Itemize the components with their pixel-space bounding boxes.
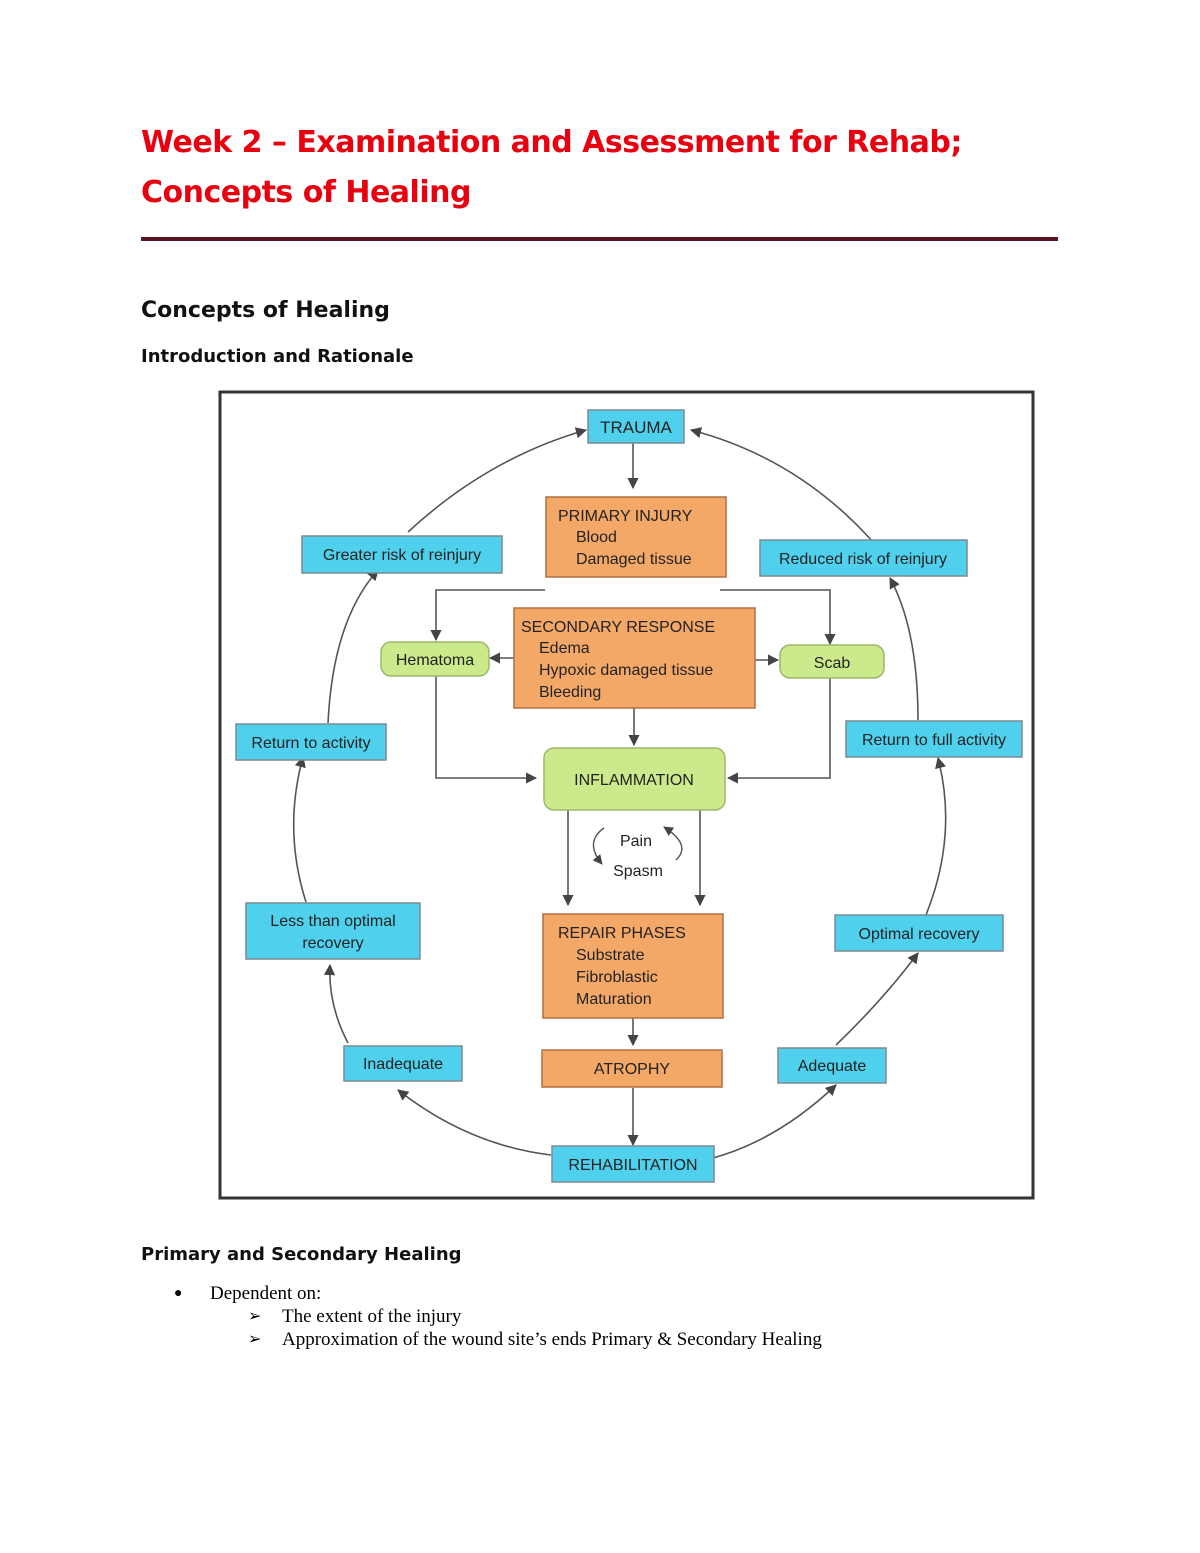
- inflammation-box: INFLAMMATION: [543, 747, 726, 811]
- arrow-scab-to-inflammation: [726, 678, 831, 784]
- less-optimal-line1: Less than optimal: [270, 913, 395, 930]
- rehabilitation-label: REHABILITATION: [568, 1157, 697, 1174]
- section-heading: Concepts of Healing: [141, 298, 390, 323]
- healing-cycle-diagram: Pain Spasm TRAUMA Greater risk of reinju…: [218, 390, 1035, 1200]
- repair-phases-item-1: Substrate: [576, 947, 645, 964]
- healing-heading: Primary and Secondary Healing: [141, 1244, 462, 1265]
- arrow-less-optimal-to-return-activity: [292, 755, 307, 903]
- reduced-risk-label: Reduced risk of reinjury: [779, 551, 947, 568]
- arrow-reduced-risk-to-trauma: [689, 427, 874, 543]
- repair-phases-item-3: Maturation: [576, 991, 652, 1008]
- spasm-label: Spasm: [613, 863, 663, 880]
- document-title: Week 2 – Examination and Assessment for …: [141, 118, 1061, 218]
- title-line-2: Concepts of Healing: [141, 175, 471, 210]
- primary-injury-item-2: Damaged tissue: [576, 551, 692, 568]
- repair-phases-title: REPAIR PHASES: [558, 925, 686, 942]
- pain-spasm-cycle: [592, 826, 683, 865]
- primary-injury-item-1: Blood: [576, 529, 617, 546]
- title-divider: [141, 237, 1058, 241]
- inflammation-label: INFLAMMATION: [574, 772, 694, 789]
- arrow-bullet-icon: ➢: [248, 1308, 262, 1325]
- secondary-response-box: SECONDARY RESPONSE Edema Hypoxic damaged…: [513, 607, 756, 709]
- arrow-primary-to-hematoma: [430, 589, 545, 642]
- secondary-response-item-2: Hypoxic damaged tissue: [539, 662, 713, 679]
- list-subitem: ➢ Approximation of the wound site’s ends…: [170, 1328, 1070, 1351]
- hematoma-box: Hematoma: [380, 641, 490, 677]
- arrow-bullet-icon: ➢: [248, 1331, 262, 1348]
- arrow-primary-to-scab: [720, 589, 836, 646]
- arrow-greater-risk-to-trauma: [407, 427, 588, 533]
- return-full-label: Return to full activity: [862, 732, 1006, 749]
- arrow-optimal-to-return-full: [925, 756, 947, 916]
- primary-injury-box: PRIMARY INJURY Blood Damaged tissue: [545, 496, 727, 578]
- list-item: ● Dependent on:: [170, 1282, 1070, 1305]
- list-item-text: Dependent on:: [210, 1283, 322, 1304]
- scab-box: Scab: [779, 644, 885, 679]
- list-subitem: ➢ The extent of the injury: [170, 1305, 1070, 1328]
- section-subheading: Introduction and Rationale: [141, 346, 414, 367]
- trauma-label: TRAUMA: [600, 418, 672, 437]
- arrow-adequate-to-optimal: [835, 952, 919, 1046]
- less-optimal-box: Less than optimal recovery: [245, 902, 421, 960]
- arrow-return-activity-to-greater-risk: [327, 569, 379, 724]
- arrow-inadequate-to-less-optimal: [323, 963, 349, 1044]
- greater-risk-label: Greater risk of reinjury: [323, 547, 481, 564]
- list-subitem-text: The extent of the injury: [282, 1306, 462, 1327]
- adequate-label: Adequate: [798, 1058, 867, 1075]
- flow-arrows: [430, 442, 836, 1147]
- arrow-return-full-to-reduced-risk: [889, 577, 919, 721]
- scab-label: Scab: [814, 655, 851, 672]
- greater-risk-box: Greater risk of reinjury: [301, 535, 503, 574]
- cycle-arrows: [292, 427, 947, 1159]
- trauma-box: TRAUMA: [587, 409, 685, 444]
- atrophy-box: ATROPHY: [541, 1049, 723, 1088]
- optimal-label: Optimal recovery: [859, 926, 980, 943]
- secondary-response-title: SECONDARY RESPONSE: [521, 619, 715, 636]
- arrow-rehab-to-inadequate: [397, 1089, 552, 1156]
- arrow-rehab-to-adequate: [712, 1084, 837, 1159]
- repair-phases-box: REPAIR PHASES Substrate Fibroblastic Mat…: [542, 913, 724, 1019]
- healing-list: ● Dependent on: ➢ The extent of the inju…: [170, 1282, 1070, 1351]
- list-subitem-text: Approximation of the wound site’s ends P…: [282, 1329, 822, 1350]
- repair-phases-item-2: Fibroblastic: [576, 969, 658, 986]
- arrow-pain-to-spasm: [592, 827, 605, 865]
- bullet-icon: ●: [174, 1286, 183, 1301]
- rehabilitation-box: REHABILITATION: [551, 1145, 715, 1183]
- inadequate-label: Inadequate: [363, 1056, 443, 1073]
- adequate-box: Adequate: [777, 1047, 887, 1084]
- arrow-hematoma-to-inflammation: [435, 674, 538, 784]
- title-line-1: Week 2 – Examination and Assessment for …: [141, 125, 962, 160]
- pain-label: Pain: [620, 833, 652, 850]
- primary-injury-title: PRIMARY INJURY: [558, 508, 693, 525]
- hematoma-label: Hematoma: [396, 652, 474, 669]
- less-optimal-line2: recovery: [302, 935, 363, 952]
- secondary-response-item-1: Edema: [539, 640, 590, 657]
- secondary-response-item-3: Bleeding: [539, 684, 601, 701]
- reduced-risk-box: Reduced risk of reinjury: [759, 539, 968, 577]
- return-activity-box: Return to activity: [235, 723, 387, 761]
- return-full-box: Return to full activity: [845, 720, 1023, 758]
- atrophy-label: ATROPHY: [594, 1061, 670, 1078]
- inadequate-box: Inadequate: [343, 1045, 463, 1082]
- optimal-box: Optimal recovery: [834, 914, 1004, 952]
- arrow-spasm-to-pain: [663, 826, 683, 861]
- return-activity-label: Return to activity: [251, 735, 370, 752]
